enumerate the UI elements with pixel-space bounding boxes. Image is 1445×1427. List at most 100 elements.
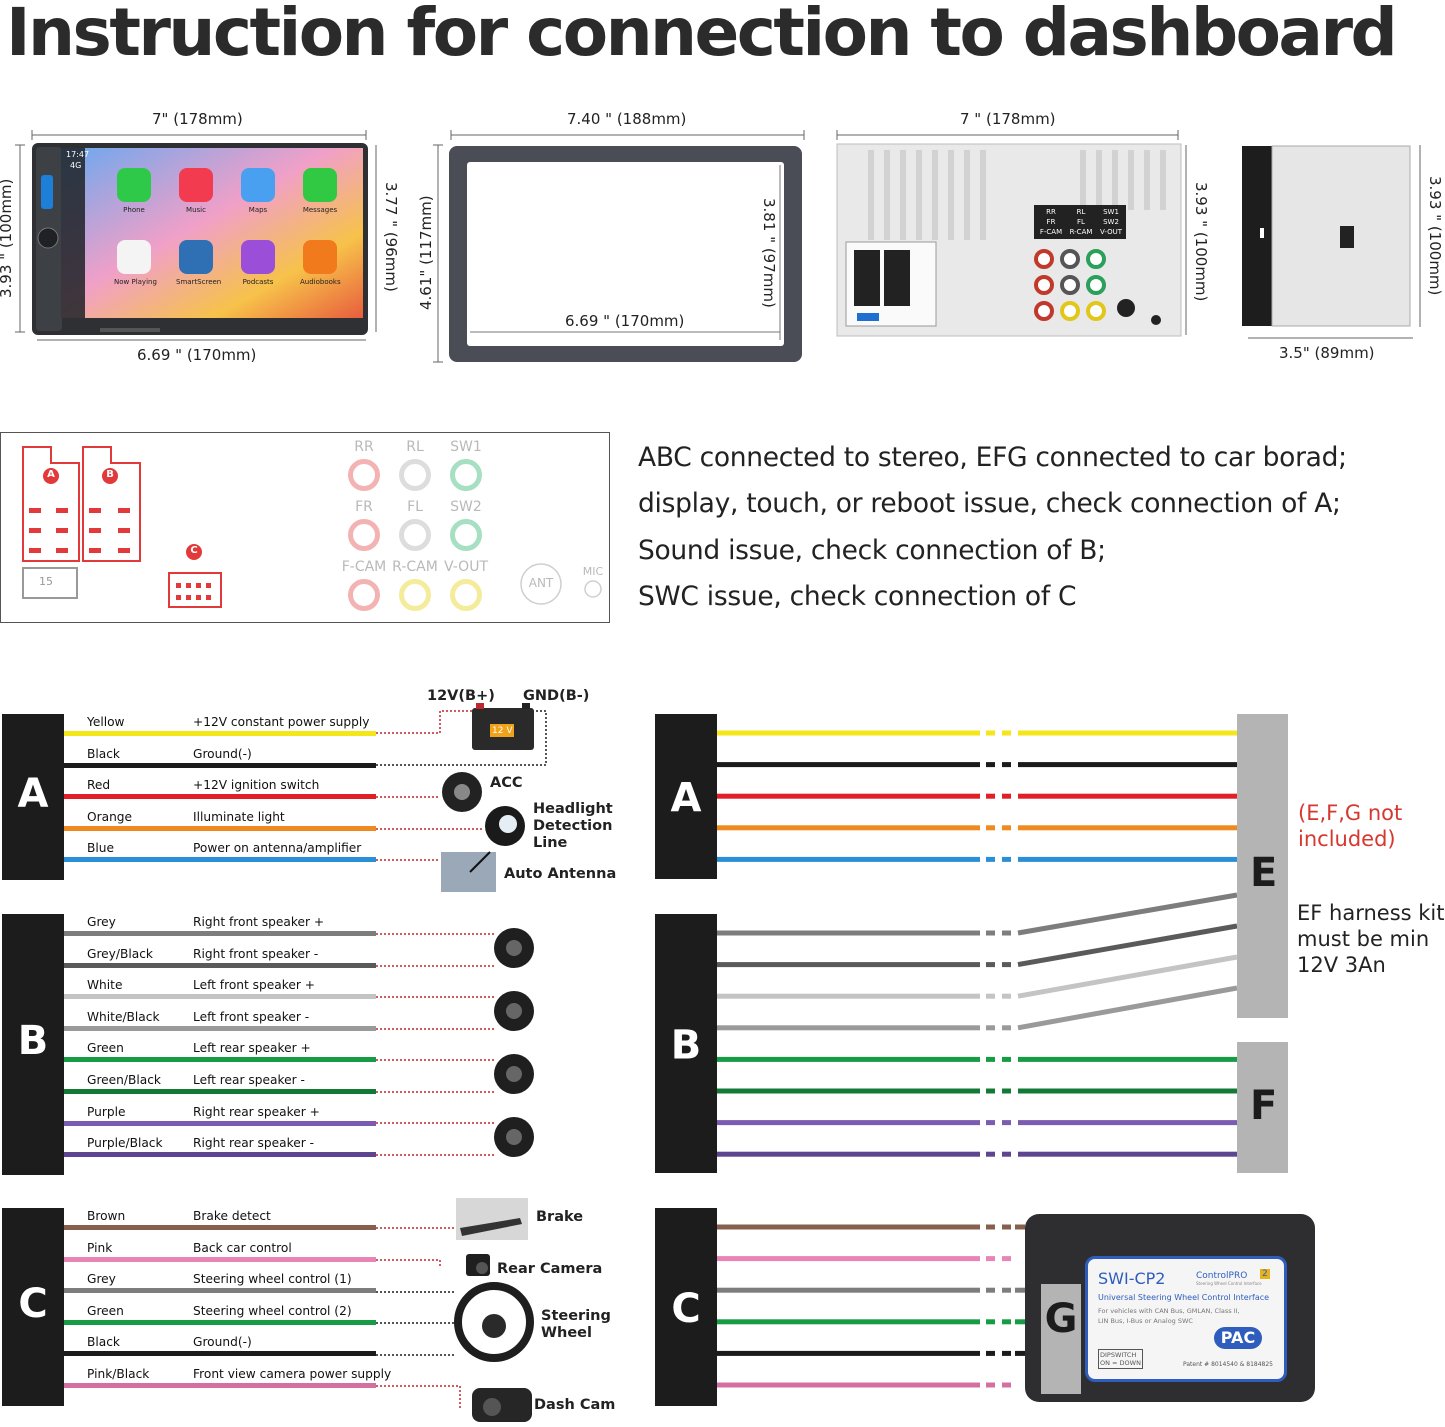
battery-voltage: 12 V — [492, 726, 513, 736]
right-wire-stub — [1015, 1287, 1025, 1293]
right-wire-green — [717, 1056, 980, 1062]
right-wire-gap — [1002, 1088, 1011, 1094]
port-rr: RR — [336, 439, 392, 491]
port-jack — [348, 519, 380, 551]
right-wire-gap — [1002, 793, 1011, 799]
right-wire-gap — [1002, 1350, 1011, 1356]
port-label: R-CAM — [392, 559, 438, 575]
mic-label: MIC — [582, 565, 604, 578]
right-wire-green-black — [717, 1088, 980, 1094]
port-jack — [450, 519, 482, 551]
app-music: Music — [176, 168, 216, 214]
dash-cam-label: Dash Cam — [534, 1397, 616, 1413]
rear-panel-drawing — [836, 130, 1187, 337]
right-wire-gap — [986, 856, 995, 862]
wire-function-label: Left rear speaker + — [193, 1041, 311, 1056]
wire-function-label: Power on antenna/amplifier — [193, 841, 362, 856]
wire-color-label: Pink/Black — [87, 1367, 150, 1381]
right-wire-grey — [717, 1287, 980, 1293]
wire-grey-black — [64, 962, 376, 968]
rear-camera-label: Rear Camera — [497, 1261, 603, 1277]
app-label: Music — [186, 206, 206, 214]
ant-label: ANT — [528, 576, 554, 590]
fuse-label: 15 — [39, 575, 53, 588]
dim-front-width: 7" (178mm) — [152, 110, 243, 128]
app-podcasts: Podcasts — [238, 240, 278, 286]
wire-color-label: Grey — [87, 1272, 116, 1287]
group-letter: B — [17, 1018, 49, 1065]
wire-yellow — [64, 731, 376, 736]
wire-black — [64, 762, 376, 768]
right-wire-stub — [1015, 1350, 1025, 1356]
app-label: Maps — [248, 206, 268, 214]
battery-plus-label: 12V(B+) — [427, 688, 495, 704]
port-fr: FR — [336, 499, 392, 551]
wire-color-label: Purple/Black — [87, 1136, 163, 1151]
box-letter-g: G — [1041, 1284, 1081, 1394]
conn-a-label: A — [47, 469, 55, 480]
note-1: ABC connected to stereo, EFG connected t… — [638, 442, 1347, 473]
rear-port-label: V-OUT — [1099, 228, 1122, 236]
right-group-a-block — [655, 714, 717, 879]
wire-color-label: Purple — [87, 1104, 126, 1119]
dimension-drawings — [15, 130, 1421, 363]
port-sw1: SW1 — [438, 439, 494, 491]
battery-minus-label: GND(B-) — [523, 688, 590, 704]
wire-brown — [64, 1225, 376, 1230]
antenna-label: Auto Antenna — [504, 866, 617, 882]
port-jack — [399, 459, 431, 491]
wire-color-label: Black — [87, 1335, 120, 1350]
right-wire-tail — [1018, 825, 1237, 831]
right-wire-gap — [1002, 762, 1011, 768]
wire-function-label: Back car control — [193, 1240, 292, 1255]
right-wire-pink — [717, 1256, 980, 1262]
wire-function-label: Right front speaker - — [193, 946, 319, 961]
app-icon — [117, 168, 151, 202]
dim-rear-width: 7 " (178mm) — [960, 110, 1056, 128]
right-wire-gap — [986, 730, 995, 736]
right-wire-gap — [1002, 1319, 1011, 1325]
app-smartscreen: SmartScreen — [176, 240, 221, 286]
module-name: SWI-CP2 — [1098, 1269, 1166, 1288]
dim-frame-inner-height: 3.81 " (97mm) — [760, 198, 778, 308]
right-wire-brown — [717, 1224, 980, 1230]
note-3: Sound issue, check connection of B; — [638, 535, 1106, 566]
port-label: FR — [355, 499, 373, 515]
dim-side-height: 3.93 " (100mm) — [1426, 176, 1444, 296]
rear-port-label: F-CAM — [1039, 228, 1063, 236]
group-a-block: A — [2, 714, 64, 880]
right-wire-gap — [986, 1382, 995, 1388]
module-brand: ControlPRO — [1196, 1271, 1248, 1281]
brake-label: Brake — [536, 1209, 584, 1225]
mounting-frame-drawing — [433, 130, 805, 363]
right-group-c-block — [655, 1208, 717, 1406]
wire-function-label: Illuminate light — [193, 809, 285, 824]
group-letter: C — [18, 1280, 48, 1327]
wire-color-label: Black — [87, 746, 120, 761]
note-2: display, touch, or reboot issue, check c… — [638, 488, 1341, 519]
right-wire-gap — [1002, 1382, 1011, 1388]
rear-port-label: RL — [1076, 208, 1086, 216]
wire-function-label: Ground(-) — [193, 1335, 252, 1350]
right-wire-angled — [1017, 985, 1238, 1031]
port-v-out: V-OUT — [438, 559, 494, 611]
wire-orange — [64, 825, 376, 831]
wire-red — [64, 794, 376, 800]
port-jack — [348, 459, 380, 491]
right-wire-tail — [1018, 730, 1237, 736]
right-group-letter: B — [671, 1023, 702, 1069]
screen-network: 4G — [70, 161, 82, 170]
right-wire-tail — [1018, 1120, 1237, 1126]
right-wire-grey — [717, 930, 980, 936]
harness-f — [1237, 1042, 1288, 1173]
right-wire-gap — [1002, 1151, 1011, 1157]
app-label: Audiobooks — [300, 278, 341, 286]
app-icon — [241, 168, 275, 202]
wire-color-label: Pink — [87, 1240, 113, 1255]
note-4: SWC issue, check connection of C — [638, 581, 1077, 612]
app-icon — [303, 240, 337, 274]
